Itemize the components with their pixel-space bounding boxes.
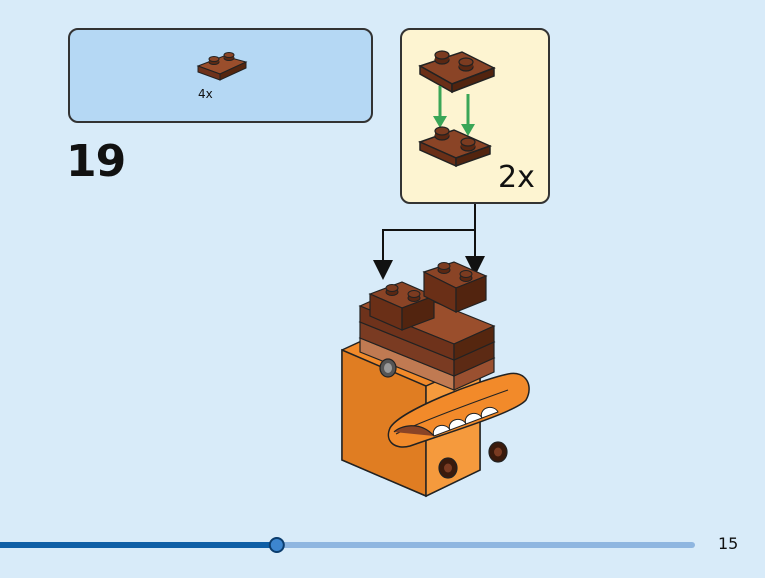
model-assembly [341, 261, 530, 498]
bottom-plate [417, 126, 493, 168]
plate-stack-icon [417, 50, 496, 168]
progress-knob [268, 537, 285, 553]
top-plates [368, 261, 488, 331]
page-number: 15 [718, 534, 739, 553]
subassembly-panel: 2x [400, 28, 550, 204]
parts-list-panel: 4x [68, 28, 373, 123]
plate-1x2-brown-icon [196, 52, 248, 81]
subassembly-quantity: 2x [498, 160, 535, 195]
top-plate [418, 50, 496, 94]
step-number: 19 [66, 136, 126, 187]
green-arrow-icon [433, 86, 475, 136]
parts-quantity: 4x [198, 87, 213, 101]
progress-bar [0, 537, 695, 553]
